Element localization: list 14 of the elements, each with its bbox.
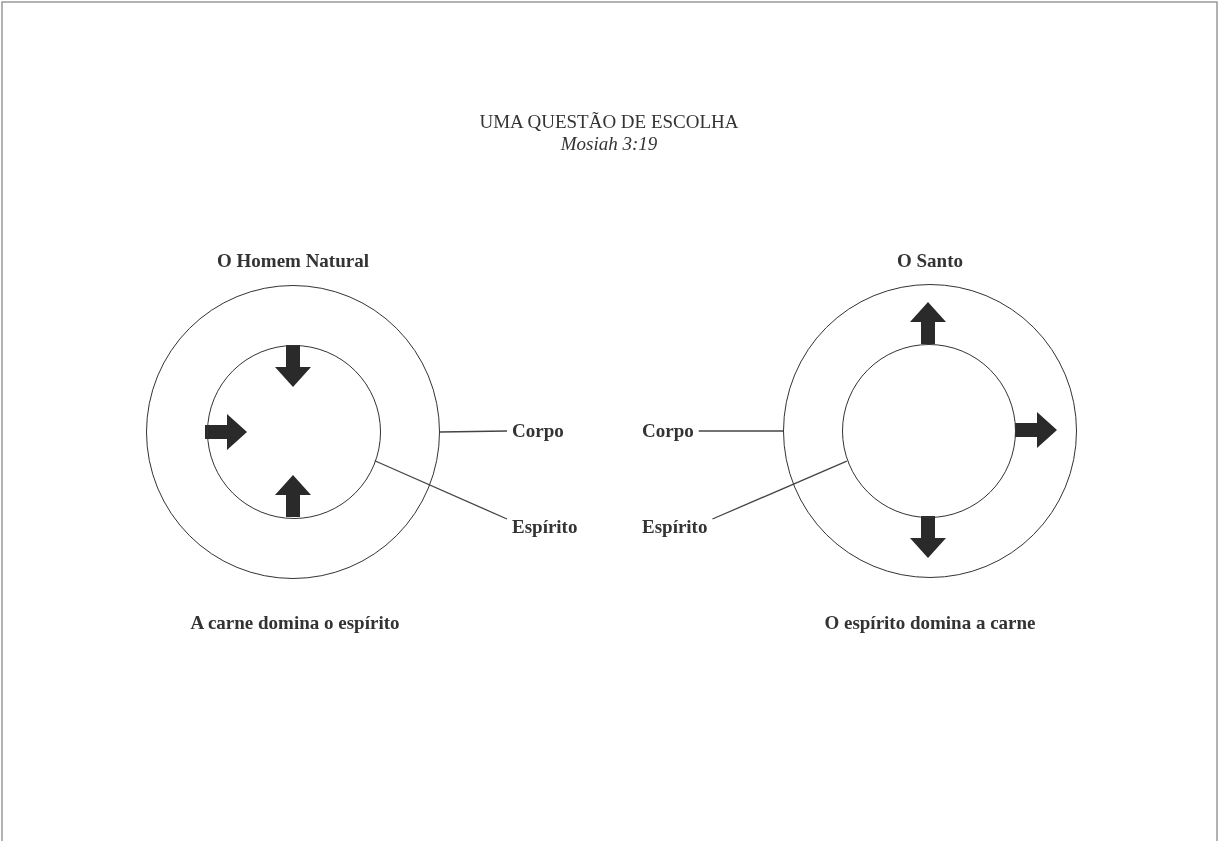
diagram-heading: O Santo [897,250,963,272]
leader-line [698,430,784,432]
part-label: Espírito [512,516,578,538]
diagram-caption: O espírito domina a carne [824,612,1036,634]
leader-line [439,430,508,433]
diagram-heading: O Homem Natural [217,250,369,272]
diagram-caption: A carne domina o espírito [190,612,400,634]
part-label: Espírito [642,516,708,538]
leader-line [374,460,508,520]
title: UMA QUESTÃO DE ESCOLHA [479,111,739,133]
subtitle: Mosiah 3:19 [560,133,658,155]
part-label: Corpo [512,420,564,442]
leader-line [711,460,848,520]
part-label: Corpo [642,420,694,442]
